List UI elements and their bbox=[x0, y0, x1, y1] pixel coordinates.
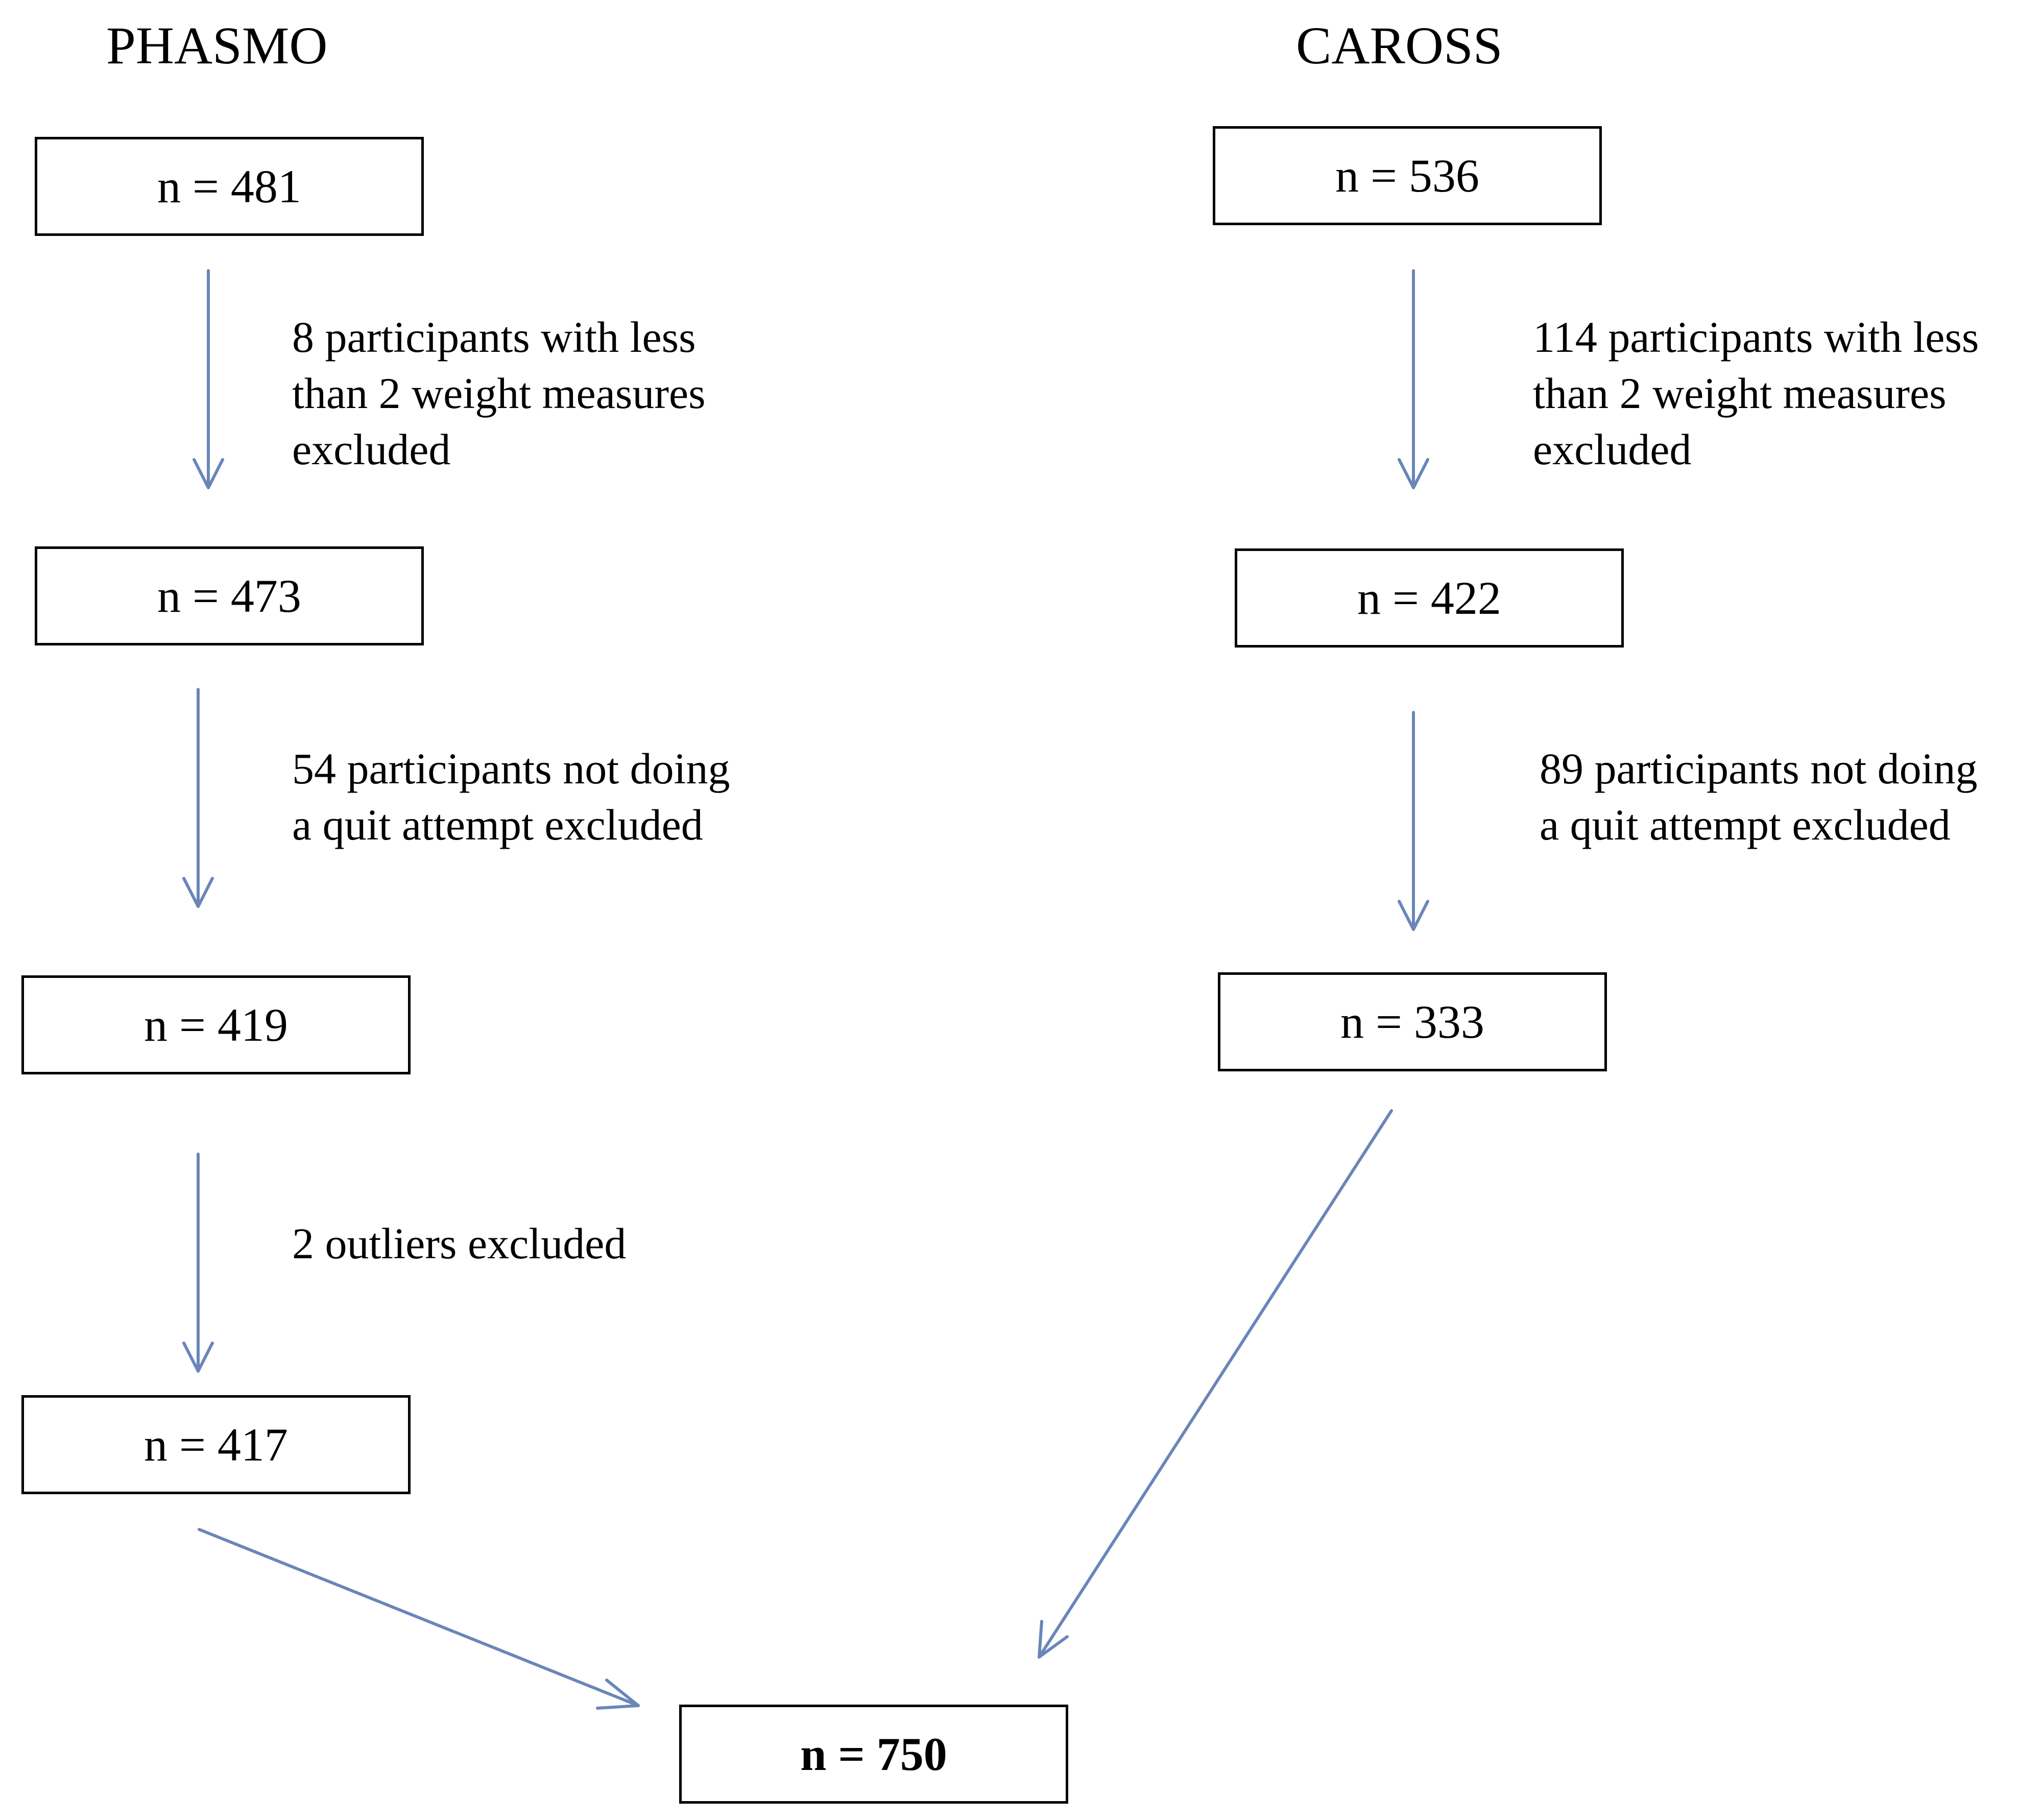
caross-note2-line1: 89 participants not doing bbox=[1540, 744, 1978, 793]
caross-note2-line2: a quit attempt excluded bbox=[1540, 800, 1951, 849]
caross-note1-line1: 114 participants with less bbox=[1533, 313, 1979, 362]
phasmo-note1-line3: excluded bbox=[292, 425, 451, 474]
phasmo-note-weight-exclusion: 8 participants with less than 2 weight m… bbox=[292, 309, 706, 477]
caross-note1-line2: than 2 weight measures bbox=[1533, 369, 1947, 418]
caross-box-422: n = 422 bbox=[1235, 548, 1624, 648]
final-box-750: n = 750 bbox=[679, 1705, 1068, 1804]
phasmo-box-473: n = 473 bbox=[35, 546, 424, 645]
arrow-phasmo-to-final bbox=[198, 1528, 640, 1710]
caross-note1-line3: excluded bbox=[1533, 425, 1692, 474]
phasmo-box-481: n = 481 bbox=[35, 137, 424, 236]
phasmo-note2-line1: 54 participants not doing bbox=[292, 744, 730, 793]
arrow-phasmo-1 bbox=[193, 269, 224, 489]
phasmo-note1-line2: than 2 weight measures bbox=[292, 369, 706, 418]
caross-box-333: n = 333 bbox=[1218, 972, 1607, 1071]
phasmo-note-outlier-exclusion: 2 outliers excluded bbox=[292, 1215, 626, 1272]
arrow-caross-to-final bbox=[1038, 1109, 1393, 1659]
phasmo-note3-line1: 2 outliers excluded bbox=[292, 1219, 627, 1268]
phasmo-box-417: n = 417 bbox=[21, 1395, 411, 1494]
phasmo-note2-line2: a quit attempt excluded bbox=[292, 800, 703, 849]
arrow-caross-2 bbox=[1398, 711, 1429, 931]
arrow-caross-1 bbox=[1398, 269, 1429, 489]
caross-box-536: n = 536 bbox=[1213, 126, 1602, 225]
heading-phasmo: PHASMO bbox=[106, 16, 328, 75]
phasmo-note1-line1: 8 participants with less bbox=[292, 313, 696, 362]
arrow-phasmo-2 bbox=[182, 688, 214, 908]
phasmo-box-419: n = 419 bbox=[21, 975, 411, 1074]
heading-caross: CAROSS bbox=[1296, 16, 1503, 75]
phasmo-note-quit-exclusion: 54 participants not doing a quit attempt… bbox=[292, 740, 730, 853]
arrow-phasmo-3 bbox=[182, 1153, 214, 1373]
caross-note-weight-exclusion: 114 participants with less than 2 weight… bbox=[1533, 309, 1979, 477]
caross-note-quit-exclusion: 89 participants not doing a quit attempt… bbox=[1540, 740, 1977, 853]
